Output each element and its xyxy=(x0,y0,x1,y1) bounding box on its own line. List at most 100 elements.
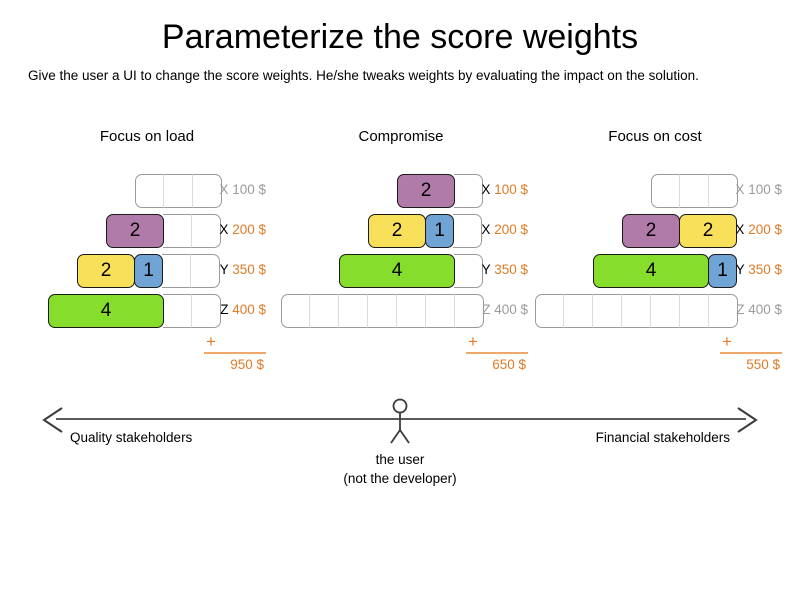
stakeholder-axis-line xyxy=(56,418,746,420)
weight-value: 2 xyxy=(702,220,714,241)
row-label: Y 350 $ xyxy=(736,262,782,277)
empty-slot[interactable] xyxy=(192,214,221,248)
empty-slot[interactable] xyxy=(709,174,738,208)
weight-value: 2 xyxy=(100,260,112,281)
empty-slot[interactable] xyxy=(281,294,310,328)
weight-slider-track[interactable] xyxy=(535,294,738,328)
empty-slot[interactable] xyxy=(651,294,680,328)
empty-slot[interactable] xyxy=(426,294,455,328)
scenario-title: Focus on load xyxy=(99,128,195,145)
weight-row: 4 Y 350 $ xyxy=(274,254,528,294)
weight-slider-track[interactable]: 4 xyxy=(48,294,222,328)
empty-slot[interactable] xyxy=(455,294,484,328)
weight-segment[interactable]: 2 xyxy=(679,214,737,248)
empty-slot[interactable] xyxy=(368,294,397,328)
empty-slot[interactable] xyxy=(622,294,651,328)
row-label: Y 350 $ xyxy=(482,262,528,277)
resource-letter: X xyxy=(219,182,229,197)
weight-row: 4 Z 400 $ xyxy=(20,294,274,334)
empty-slot[interactable] xyxy=(454,174,483,208)
total-cost-value: 550 $ xyxy=(746,357,780,372)
empty-slot[interactable] xyxy=(680,174,709,208)
empty-slot[interactable] xyxy=(164,174,193,208)
weight-segment[interactable]: 2 xyxy=(397,174,455,208)
weight-slider-track[interactable]: 4 xyxy=(339,254,484,288)
user-caption-line-1: the user xyxy=(375,452,425,467)
empty-slot[interactable] xyxy=(310,294,339,328)
row-cost: 100 $ xyxy=(232,182,266,197)
weight-segment[interactable]: 2 xyxy=(106,214,164,248)
empty-slot[interactable] xyxy=(397,294,426,328)
row-cost: 350 $ xyxy=(232,262,266,277)
weight-row: 2 X 100 $ xyxy=(274,174,528,214)
weight-value: 4 xyxy=(391,260,403,281)
row-cost: 200 $ xyxy=(232,222,266,237)
weight-segment[interactable]: 2 xyxy=(368,214,426,248)
weight-segment[interactable]: 4 xyxy=(48,294,164,328)
user-caption: the user (not the developer) xyxy=(0,450,800,488)
row-cost: 400 $ xyxy=(748,302,782,317)
row-label: X 200 $ xyxy=(481,222,528,237)
weight-value: 4 xyxy=(645,260,657,281)
total-cost-block: +550 $ xyxy=(720,332,782,372)
weight-value: 1 xyxy=(717,260,728,281)
weight-segment[interactable]: 1 xyxy=(425,214,454,248)
empty-slot[interactable] xyxy=(564,294,593,328)
empty-slot[interactable] xyxy=(651,174,680,208)
weight-slider-track[interactable] xyxy=(135,174,222,208)
weight-value: 2 xyxy=(129,220,141,241)
weight-segment[interactable]: 2 xyxy=(622,214,680,248)
axis-label-right: Financial stakeholders xyxy=(595,430,730,445)
weight-slider-track[interactable] xyxy=(281,294,484,328)
weight-segment[interactable]: 2 xyxy=(77,254,135,288)
axis-label-left: Quality stakeholders xyxy=(70,430,193,445)
weight-slider-track[interactable]: 2 xyxy=(106,214,222,248)
empty-slot[interactable] xyxy=(163,214,192,248)
weight-slider-track[interactable] xyxy=(651,174,738,208)
sum-plus-symbol: + xyxy=(206,332,216,351)
empty-slot[interactable] xyxy=(191,254,220,288)
empty-slot[interactable] xyxy=(135,174,164,208)
weight-value: 1 xyxy=(143,260,154,281)
empty-slot[interactable] xyxy=(162,254,191,288)
empty-slot[interactable] xyxy=(680,294,709,328)
sum-plus-symbol: + xyxy=(722,332,732,351)
user-caption-line-2: (not the developer) xyxy=(343,471,457,486)
weight-segment[interactable]: 1 xyxy=(708,254,737,288)
empty-slot[interactable] xyxy=(454,254,483,288)
weight-segment[interactable]: 4 xyxy=(339,254,455,288)
page-title: Parameterize the score weights xyxy=(161,18,639,56)
row-label: Z 400 $ xyxy=(220,302,266,317)
row-cost: 100 $ xyxy=(494,182,528,197)
empty-slot[interactable] xyxy=(535,294,564,328)
empty-slot[interactable] xyxy=(453,214,482,248)
row-label: X 100 $ xyxy=(735,182,782,197)
resource-letter: X xyxy=(481,182,491,197)
empty-slot[interactable] xyxy=(192,294,221,328)
row-cost: 100 $ xyxy=(748,182,782,197)
weight-slider-track[interactable]: 2 xyxy=(397,174,484,208)
row-label: X 200 $ xyxy=(219,222,266,237)
total-cost-block: +950 $ xyxy=(204,332,266,372)
weight-segment[interactable]: 4 xyxy=(593,254,709,288)
scenario-title: Compromise xyxy=(358,128,444,145)
resource-letter: Y xyxy=(481,262,491,277)
empty-slot[interactable] xyxy=(709,294,738,328)
empty-slot[interactable] xyxy=(193,174,222,208)
empty-slot[interactable] xyxy=(339,294,368,328)
weight-segment[interactable]: 1 xyxy=(134,254,163,288)
empty-slot[interactable] xyxy=(163,294,192,328)
weight-value: 1 xyxy=(434,220,445,241)
total-cost-value: 650 $ xyxy=(492,357,526,372)
row-cost: 400 $ xyxy=(494,302,528,317)
empty-slot[interactable] xyxy=(593,294,622,328)
row-cost: 200 $ xyxy=(494,222,528,237)
weight-row: 2 X 200 $ xyxy=(20,214,274,254)
weight-value: 2 xyxy=(420,180,432,201)
